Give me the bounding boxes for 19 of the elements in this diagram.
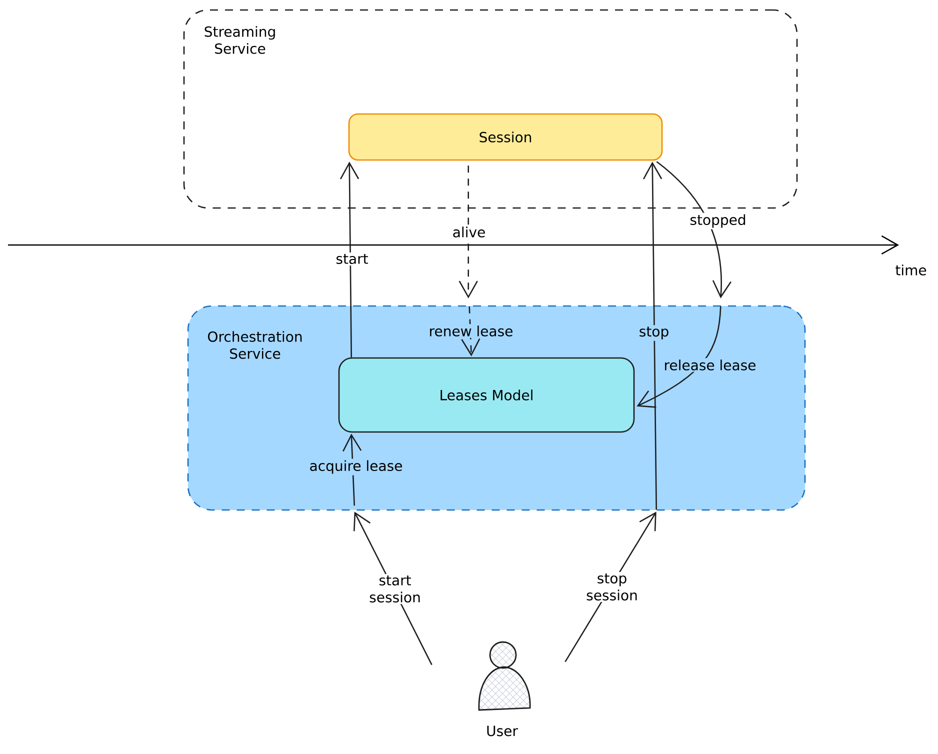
process-box: Leases Model: [338, 357, 635, 433]
edge-label: stopped: [688, 212, 748, 230]
person-label: User: [487, 726, 518, 736]
edge-label: stop session: [580, 572, 644, 602]
arrow: [636, 306, 722, 408]
edge-label: acquire lease: [308, 458, 404, 476]
edge-label: start session: [362, 574, 428, 604]
edge-label: renew lease: [427, 324, 515, 338]
arrow: [656, 161, 732, 298]
edge-label: stop: [637, 325, 671, 341]
axis-label: time: [896, 264, 926, 276]
arrow: [458, 166, 478, 298]
edge-label: alive: [450, 225, 488, 239]
edge-label: release lease: [662, 358, 758, 372]
arrow: [340, 162, 360, 358]
arrow: [461, 306, 480, 356]
edge-label: start: [334, 252, 370, 266]
process-box: Session: [348, 113, 663, 161]
arrow: [642, 162, 662, 510]
